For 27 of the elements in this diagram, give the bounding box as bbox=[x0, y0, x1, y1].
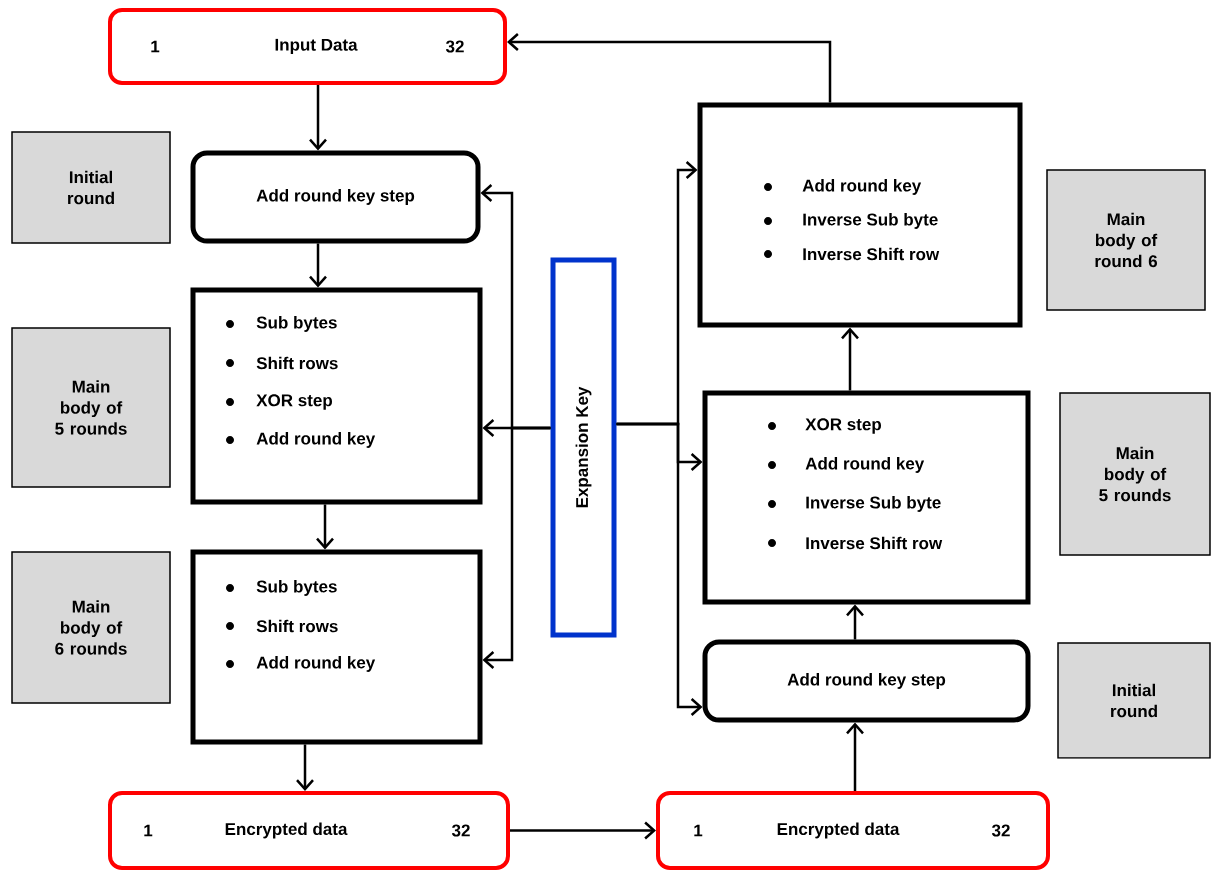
step-box: Add round key step bbox=[190, 150, 481, 244]
round-label-box: Main body of 6 rounds bbox=[11, 551, 171, 704]
key-box: Expansion Key bbox=[550, 257, 617, 638]
arrow bbox=[316, 504, 334, 550]
step-box: Add round key step bbox=[702, 639, 1031, 723]
arrow bbox=[841, 327, 859, 391]
arrow bbox=[482, 426, 551, 669]
arrow bbox=[510, 821, 656, 840]
data-box: 1 Encrypted data 32 bbox=[656, 791, 1050, 870]
arrow bbox=[309, 85, 327, 151]
arrow bbox=[846, 722, 864, 791]
round-label-box: Initial round bbox=[1057, 642, 1211, 759]
round-label-box: Main body of 5 rounds bbox=[11, 327, 171, 488]
step-list-box: XOR step Add round key Inverse Sub byte Inverse Shift row bbox=[702, 390, 1031, 605]
round-label-box: Main body of round 6 bbox=[1046, 169, 1206, 311]
arrow bbox=[507, 33, 832, 103]
step-list-box: Add round key Inverse Sub byte Inverse Shift row bbox=[697, 102, 1023, 328]
data-box: 1 Encrypted data 32 bbox=[108, 791, 510, 870]
step-list-box: Sub bytes Shift rows Add round key bbox=[190, 549, 483, 745]
round-label-box: Main body of 5 rounds bbox=[1059, 392, 1211, 556]
arrow bbox=[846, 604, 864, 640]
data-box: 1 Input Data 32 bbox=[108, 8, 507, 85]
step-list-box: Sub bytes Shift rows XOR step Add round key bbox=[190, 287, 483, 505]
arrow bbox=[296, 744, 314, 791]
round-label-box: Initial round bbox=[11, 131, 171, 244]
arrow bbox=[616, 422, 703, 716]
arrow bbox=[309, 243, 327, 288]
